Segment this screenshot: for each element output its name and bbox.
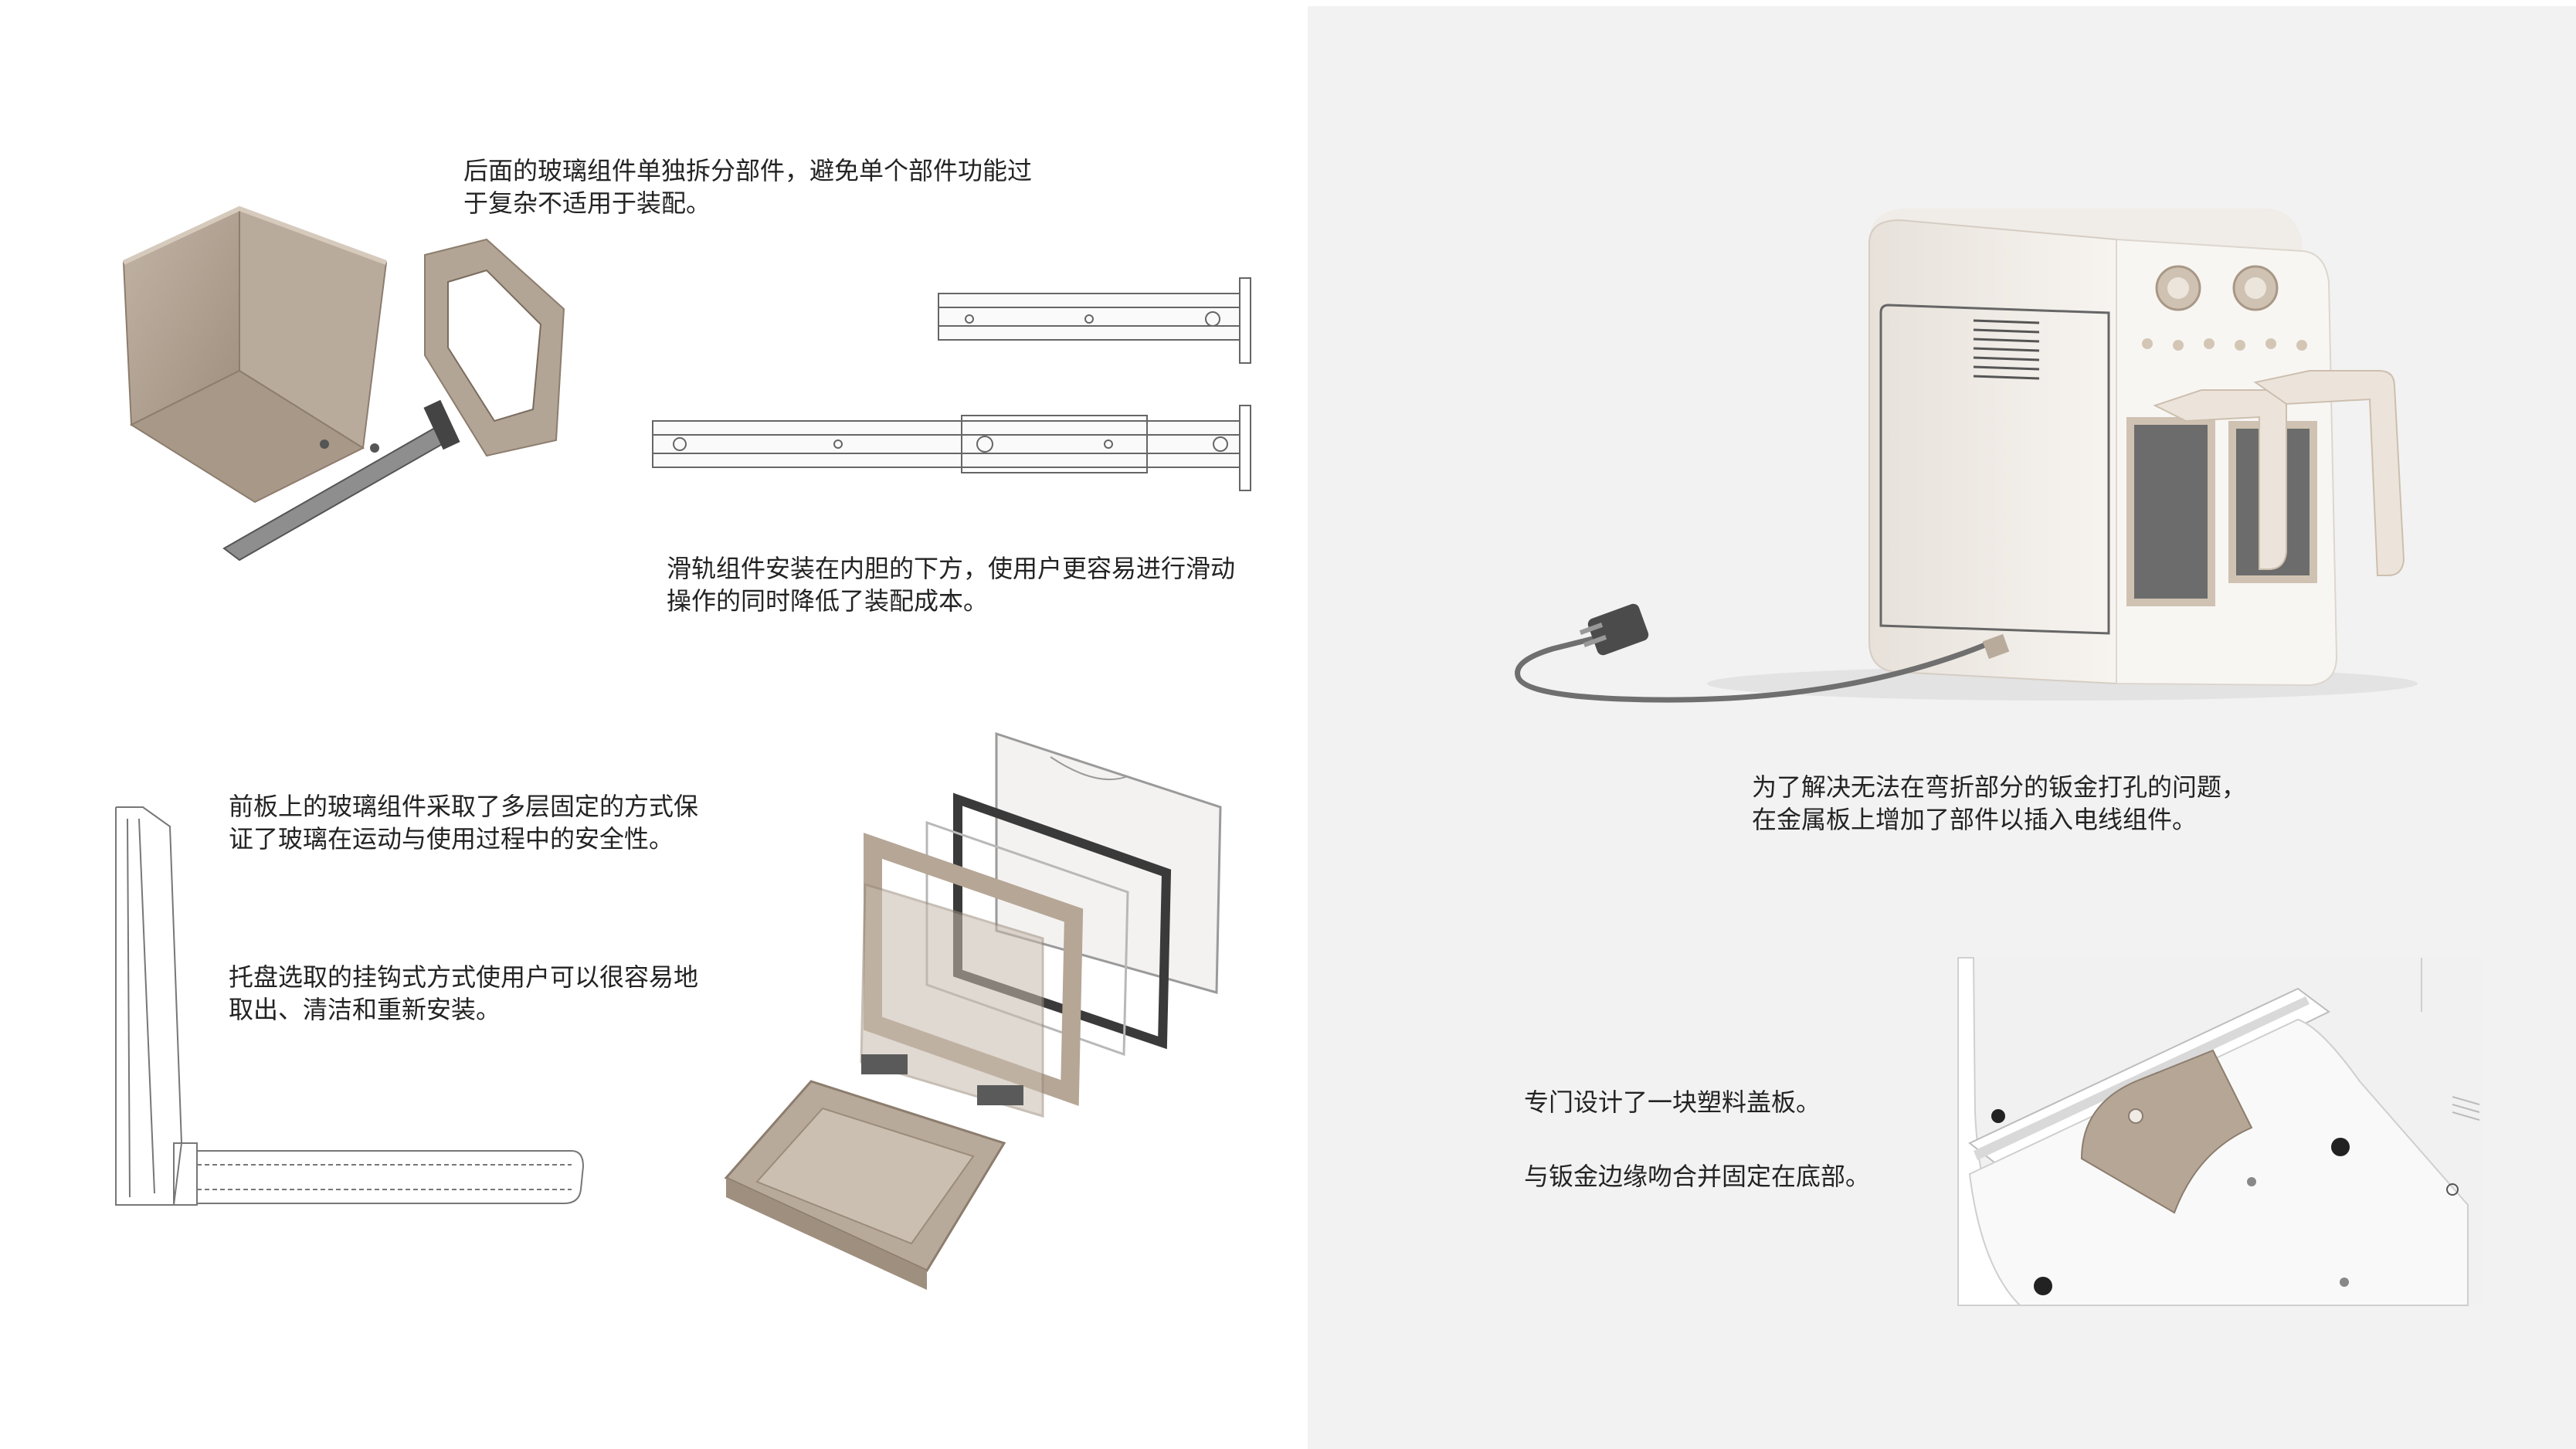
caption-glass-assembly: 后面的玻璃组件单独拆分部件，避免单个部件功能过 于复杂不适用于装配。	[463, 156, 1033, 218]
caption-slide-rail: 滑轨组件安装在内胆的下方，使用户更容易进行滑动 操作的同时降低了装配成本。	[667, 554, 1236, 616]
front-panel-section-drawing	[115, 806, 585, 1206]
slide-rail-drawing	[652, 277, 1251, 491]
power-cord	[1515, 634, 1987, 703]
vent-grille-icon	[1973, 319, 2040, 380]
caption-power-cord: 为了解决无法在弯折部分的钣金打孔的问题， 在金属板上增加了部件以插入电线组件。	[1752, 772, 2247, 834]
caption-front-panel: 前板上的玻璃组件采取了多层固定的方式保 证了玻璃在运动与使用过程中的安全性。	[229, 792, 699, 853]
caption-plastic-cover-line1: 专门设计了一块塑料盖板。	[1524, 1088, 1821, 1117]
caption-tray: 托盘选取的挂钩式方式使用户可以很容易地 取出、清洁和重新安装。	[229, 962, 699, 1024]
right-handle[interactable]	[2253, 370, 2405, 576]
caption-plastic-cover-line2: 与钣金边缘吻合并固定在底部。	[1524, 1162, 1871, 1191]
plastic-cover-part	[2080, 1049, 2253, 1214]
air-fryer-product-render	[1515, 209, 2418, 703]
power-plug-icon	[1579, 603, 1649, 656]
inner-housing-exploded-illustration	[122, 205, 565, 562]
left-basket-window	[2126, 417, 2215, 606]
door-glass-tray-exploded-illustration	[724, 731, 1222, 1290]
bottom-plastic-cover-render	[1957, 957, 2483, 1306]
